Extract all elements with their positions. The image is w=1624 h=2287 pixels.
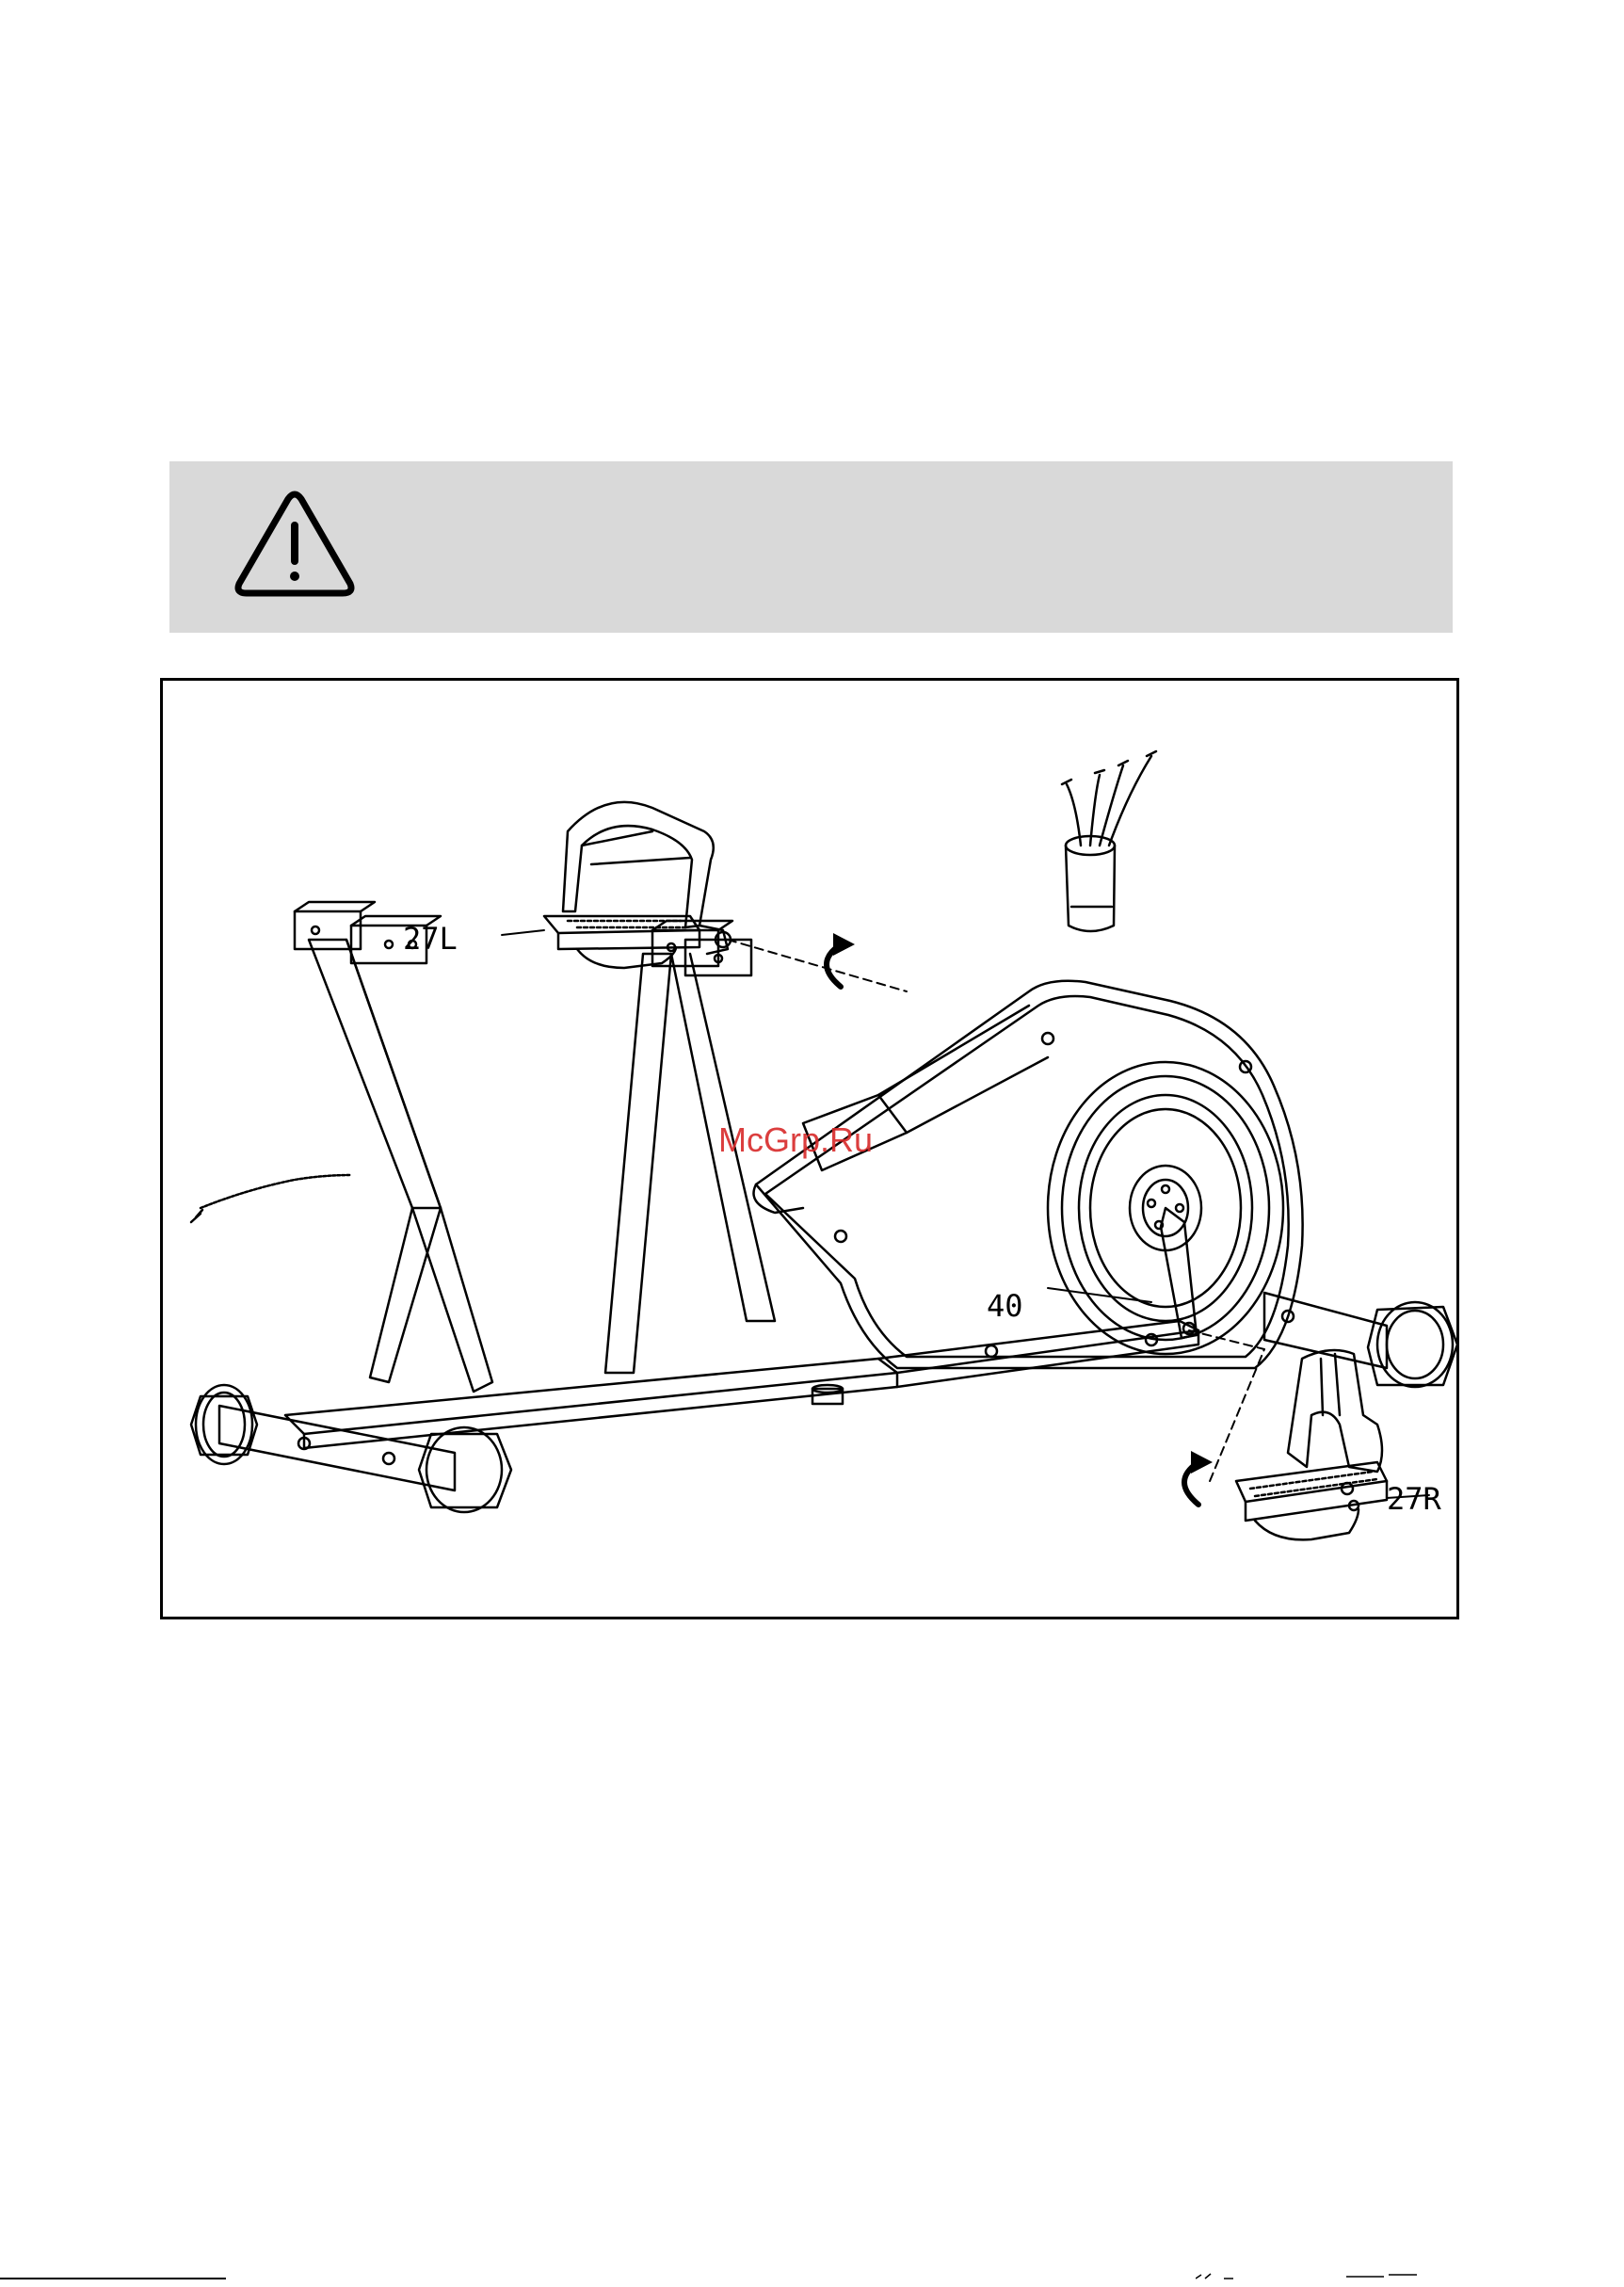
footer-marks [1196, 2271, 1422, 2280]
left-pedal [544, 802, 731, 968]
callout-27r: 27R [1387, 1481, 1442, 1517]
watermark: McGrp.Ru [718, 1120, 873, 1159]
sensor-wire [201, 1175, 351, 1208]
bike-assembly-diagram: 27L 27R 40 McGrp.Ru [163, 681, 1456, 1617]
callout-27l: 27L [403, 921, 458, 957]
base-beam [285, 1321, 1198, 1448]
footer-rule [0, 2278, 226, 2279]
warning-triangle-icon [233, 490, 356, 599]
flywheel-housing [754, 981, 1303, 1368]
callout-40: 40 [987, 1288, 1023, 1324]
rear-stabilizer [1264, 1293, 1456, 1387]
rotate-counterclockwise-arrow-icon [827, 933, 855, 987]
seat-support-left [295, 902, 492, 1392]
guide-line-left [728, 940, 907, 991]
assembly-figure: 27L 27R 40 McGrp.Ru [160, 678, 1459, 1619]
crank-arm [1161, 1208, 1197, 1338]
rotate-counterclockwise-arrow-icon [1184, 1451, 1213, 1505]
console-mast [1062, 751, 1156, 931]
front-stabilizer [191, 1385, 511, 1512]
warning-banner [169, 461, 1453, 633]
right-pedal [1236, 1350, 1387, 1539]
